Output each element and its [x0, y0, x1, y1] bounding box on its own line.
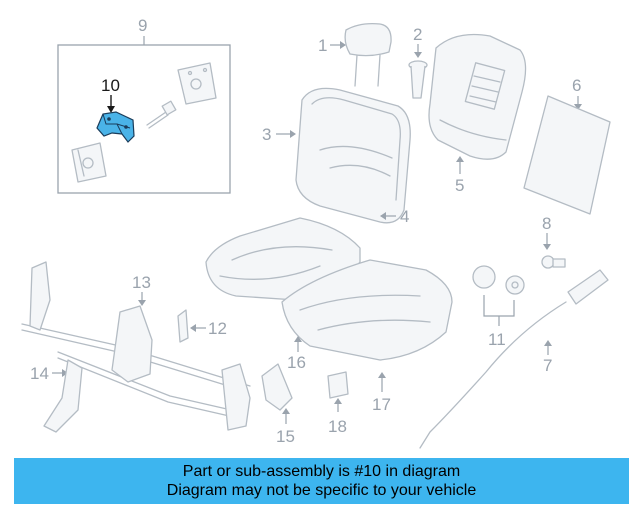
callout-5: 5 [455, 176, 464, 195]
clip-part-8 [541, 255, 566, 269]
headrest-part-1 [344, 22, 392, 87]
banner-line-1: Part or sub-assembly is #10 in diagram [182, 463, 461, 480]
back-panel-part-6 [523, 95, 611, 215]
banner-line-2: Diagram may not be specific to your vehi… [166, 482, 477, 499]
callout-12: 12 [208, 319, 227, 338]
bolt-icon [146, 100, 177, 129]
headrest-guide-part-2 [408, 60, 428, 99]
callout-10[interactable]: 10 [101, 76, 120, 95]
info-banner: Part or sub-assembly is #10 in diagram D… [14, 458, 629, 504]
callout-17: 17 [372, 395, 391, 414]
callout-8: 8 [542, 214, 551, 233]
callout-14: 14 [30, 364, 49, 383]
bracket-part-12 [177, 309, 189, 343]
callout-9: 9 [138, 16, 147, 35]
mount-plate-lower [71, 142, 107, 183]
callout-7: 7 [543, 356, 552, 375]
arm-part-14 [43, 359, 83, 433]
mount-plate-upper [177, 62, 217, 105]
seat-back-frame-part-5 [428, 33, 527, 160]
seat-back-part-3 [295, 87, 411, 224]
callout-6: 6 [572, 76, 581, 95]
caps-part-11 [472, 265, 525, 295]
callout-3: 3 [262, 125, 271, 144]
callout-18: 18 [328, 417, 347, 436]
callout-15: 15 [276, 427, 295, 446]
callout-1: 1 [318, 36, 327, 55]
seat-frame-part-13 [21, 261, 251, 431]
callout-2: 2 [413, 25, 422, 44]
callout-16: 16 [287, 353, 306, 372]
bracket-part-10[interactable] [96, 111, 135, 143]
callout-11: 11 [488, 330, 506, 349]
clip-part-18 [327, 371, 349, 399]
callout-4: 4 [400, 207, 409, 226]
bracket-part-15 [261, 363, 293, 411]
release-cable-part-7 [419, 269, 609, 449]
callout-13: 13 [132, 273, 151, 292]
seat-cushion-part-17 [281, 259, 453, 361]
